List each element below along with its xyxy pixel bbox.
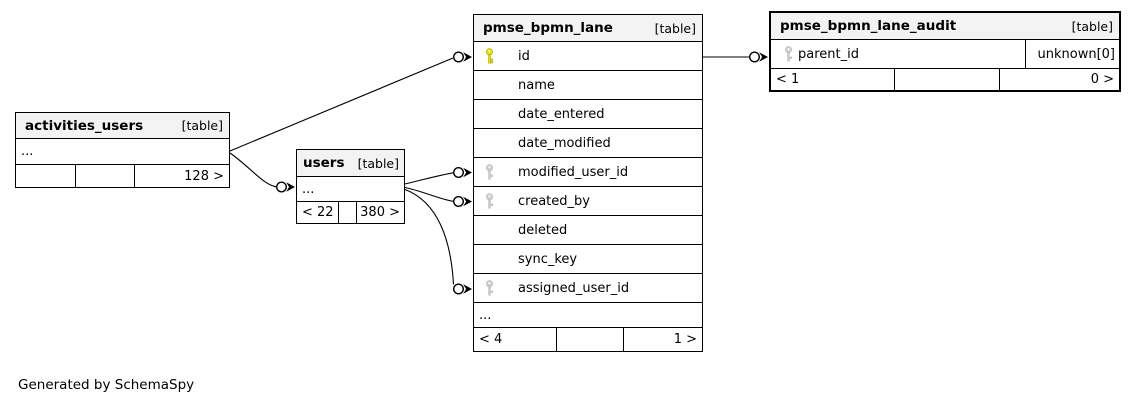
table-name: pmse_bpmn_lane_audit xyxy=(780,18,957,34)
column-row-parent-id: parent_id unknown[0] xyxy=(771,40,1119,69)
table-name: activities_users xyxy=(25,117,144,134)
column-row-created-by: created_by xyxy=(474,187,702,216)
foreign-key-icon xyxy=(484,280,495,296)
column-row-date-modified: date_modified xyxy=(474,129,702,158)
column-label: parent_id xyxy=(798,46,859,62)
footer-cell-parents-count: < 22 xyxy=(297,202,339,223)
table-badge: [table] xyxy=(654,20,696,36)
column-label: date_entered xyxy=(518,106,605,122)
column-row-ellipsis: ... xyxy=(16,139,229,165)
edge-users-to-lane-modified-user-id xyxy=(404,166,472,185)
column-row-deleted: deleted xyxy=(474,216,702,245)
column-row-ellipsis: ... xyxy=(474,303,702,328)
column-row-id: id xyxy=(474,42,702,71)
edge-users-to-lane-created-by xyxy=(404,186,472,207)
footer-cell-mid xyxy=(339,202,357,223)
footer-cell-children-count: 380 > xyxy=(360,205,400,220)
footer-cell-parents-count: < 1 xyxy=(771,69,895,90)
edge-lane-id-to-audit-parent-id xyxy=(703,51,768,63)
table-header: pmse_bpmn_lane [table] xyxy=(474,15,702,42)
foreign-key-icon xyxy=(783,46,794,62)
footer-cell-left xyxy=(16,165,76,187)
table-footer: < 4 1 > xyxy=(474,328,702,351)
table-node-activities-users[interactable]: activities_users [table] ... 128 > xyxy=(15,112,230,188)
footer-cell-children-count: 1 > xyxy=(673,332,697,347)
table-footer: < 22 380 > xyxy=(297,202,404,223)
primary-key-icon xyxy=(484,48,495,64)
table-node-users[interactable]: users [table] ... < 22 380 > xyxy=(296,149,405,224)
foreign-key-icon xyxy=(484,164,495,180)
column-row-ellipsis: ... xyxy=(297,177,404,202)
column-label: date_modified xyxy=(518,135,611,151)
ellipsis-label: ... xyxy=(21,144,34,159)
table-name: users xyxy=(303,155,345,171)
table-header: pmse_bpmn_lane_audit [table] xyxy=(771,13,1119,40)
column-label: modified_user_id xyxy=(518,164,629,180)
table-header: activities_users [table] xyxy=(16,113,229,139)
footer-cell-mid xyxy=(76,165,135,187)
table-footer: < 1 0 > xyxy=(771,69,1119,90)
table-badge: [table] xyxy=(1071,18,1113,34)
ellipsis-label: ... xyxy=(479,307,492,323)
column-label: name xyxy=(518,77,555,93)
foreign-key-icon xyxy=(484,193,495,209)
table-header: users [table] xyxy=(297,150,404,177)
column-type: unknown[0] xyxy=(1025,40,1119,68)
table-node-pmse-bpmn-lane[interactable]: pmse_bpmn_lane [table] id name date_ente… xyxy=(473,14,703,352)
column-row-sync-key: sync_key xyxy=(474,245,702,274)
table-badge: [table] xyxy=(181,118,223,133)
ellipsis-label: ... xyxy=(302,181,315,197)
footer-cell-children-count: 0 > xyxy=(1090,72,1114,87)
column-label: id xyxy=(518,48,530,64)
table-name: pmse_bpmn_lane xyxy=(483,20,613,36)
footer-cell-parents-count: < 4 xyxy=(474,328,557,351)
footer-cell-children-count: 128 > xyxy=(184,168,224,184)
edge-users-to-lane-assigned-user-id xyxy=(404,188,472,295)
column-label: sync_key xyxy=(518,251,578,267)
column-row-date-entered: date_entered xyxy=(474,100,702,129)
table-node-pmse-bpmn-lane-audit[interactable]: pmse_bpmn_lane_audit [table] parent_id u… xyxy=(769,11,1121,92)
table-footer: 128 > xyxy=(16,165,229,187)
column-row-assigned-user-id: assigned_user_id xyxy=(474,274,702,303)
column-label: deleted xyxy=(518,222,568,238)
table-badge: [table] xyxy=(357,155,399,171)
edge-activities-users-to-lane-id xyxy=(229,51,472,152)
edge-activities-users-to-users xyxy=(229,152,295,193)
column-label: created_by xyxy=(518,193,590,209)
column-row-name: name xyxy=(474,71,702,100)
generated-by-credit: Generated by SchemaSpy xyxy=(18,377,195,393)
footer-cell-mid xyxy=(895,69,1000,90)
footer-cell-mid xyxy=(557,328,624,351)
column-label: assigned_user_id xyxy=(518,280,630,296)
column-row-modified-user-id: modified_user_id xyxy=(474,158,702,187)
